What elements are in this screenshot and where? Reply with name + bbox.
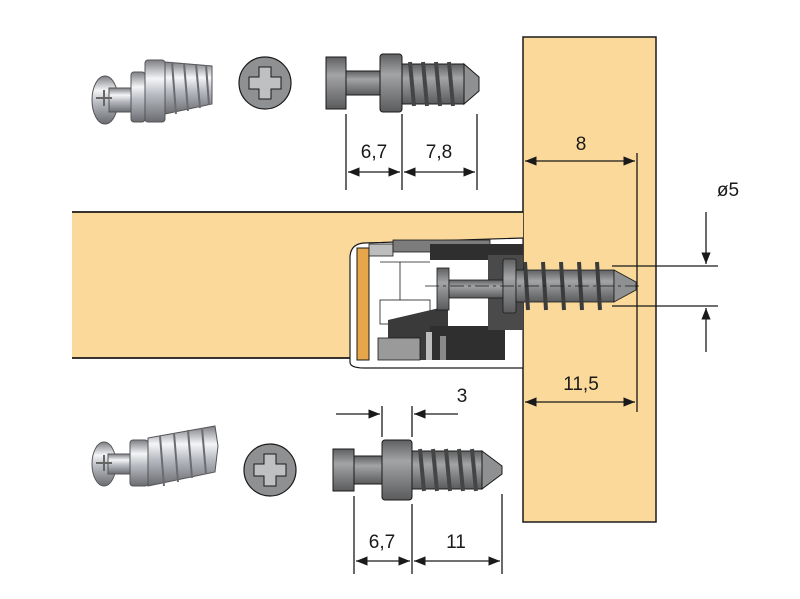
diameter-dimension: ø5 bbox=[717, 180, 739, 201]
bottom-head-dimension: 6,7 bbox=[369, 532, 395, 553]
bolt-photo-icon bbox=[91, 59, 213, 125]
phillips-head-icon bbox=[243, 443, 297, 497]
panel-depth-dimension: 8 bbox=[576, 134, 587, 155]
connector-housing bbox=[349, 237, 524, 369]
dimension-lines bbox=[336, 114, 718, 574]
assembled-bolt bbox=[425, 258, 640, 314]
bottom-bolt-profile bbox=[332, 439, 503, 501]
bolt-photo-icon bbox=[91, 425, 219, 487]
top-head-dimension: 6,7 bbox=[361, 142, 387, 163]
screw-depth-dimension: 11,5 bbox=[563, 374, 599, 395]
top-bolt-profile bbox=[325, 53, 480, 113]
phillips-head-icon bbox=[238, 56, 292, 110]
collar-dimension: 3 bbox=[457, 386, 468, 407]
bottom-thread-dimension: 11 bbox=[446, 532, 466, 553]
top-thread-dimension: 7,8 bbox=[426, 142, 452, 163]
